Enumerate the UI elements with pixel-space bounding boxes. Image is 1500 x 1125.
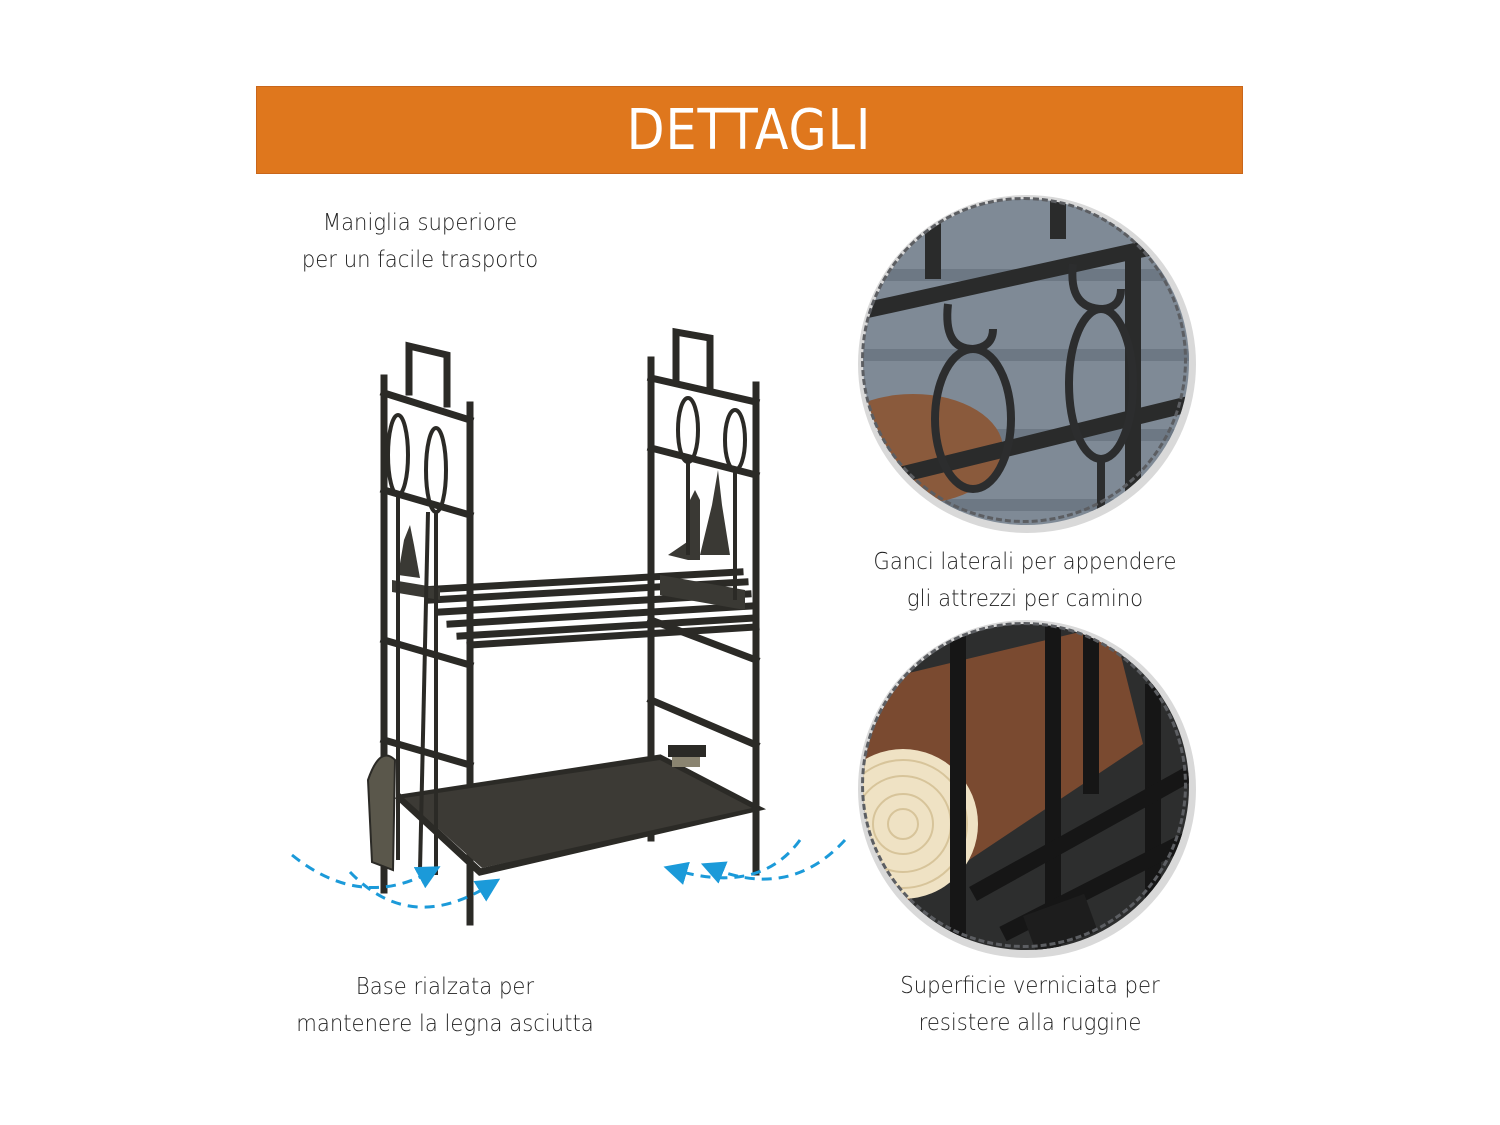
caption-base-line1: Base rialzata per: [355, 974, 535, 1000]
header-title: DETTAGLI: [627, 97, 872, 163]
caption-base-line2: mantenere la legna asciutta: [296, 1011, 594, 1037]
product-image-log-rack: [280, 300, 860, 940]
caption-surface: Superficie verniciata per resistere alla…: [883, 968, 1177, 1042]
caption-hooks-line1: Ganci laterali per appendere: [873, 549, 1177, 575]
detail-image-surface: [858, 620, 1196, 958]
detail-image-hooks: [858, 195, 1196, 533]
header-banner: DETTAGLI: [256, 86, 1243, 174]
caption-hooks-line2: gli attrezzi per camino: [906, 586, 1144, 612]
caption-hooks: Ganci laterali per appendere gli attrezz…: [855, 544, 1195, 618]
caption-surface-line1: Superficie verniciata per: [900, 973, 1160, 999]
caption-surface-line2: resistere alla ruggine: [918, 1010, 1142, 1036]
caption-handle: Maniglia superiore per un facile traspor…: [287, 205, 554, 279]
caption-base: Base rialzata per mantenere la legna asc…: [275, 969, 615, 1043]
caption-handle-line1: Maniglia superiore: [322, 210, 518, 236]
caption-handle-line2: per un facile trasporto: [301, 247, 539, 273]
